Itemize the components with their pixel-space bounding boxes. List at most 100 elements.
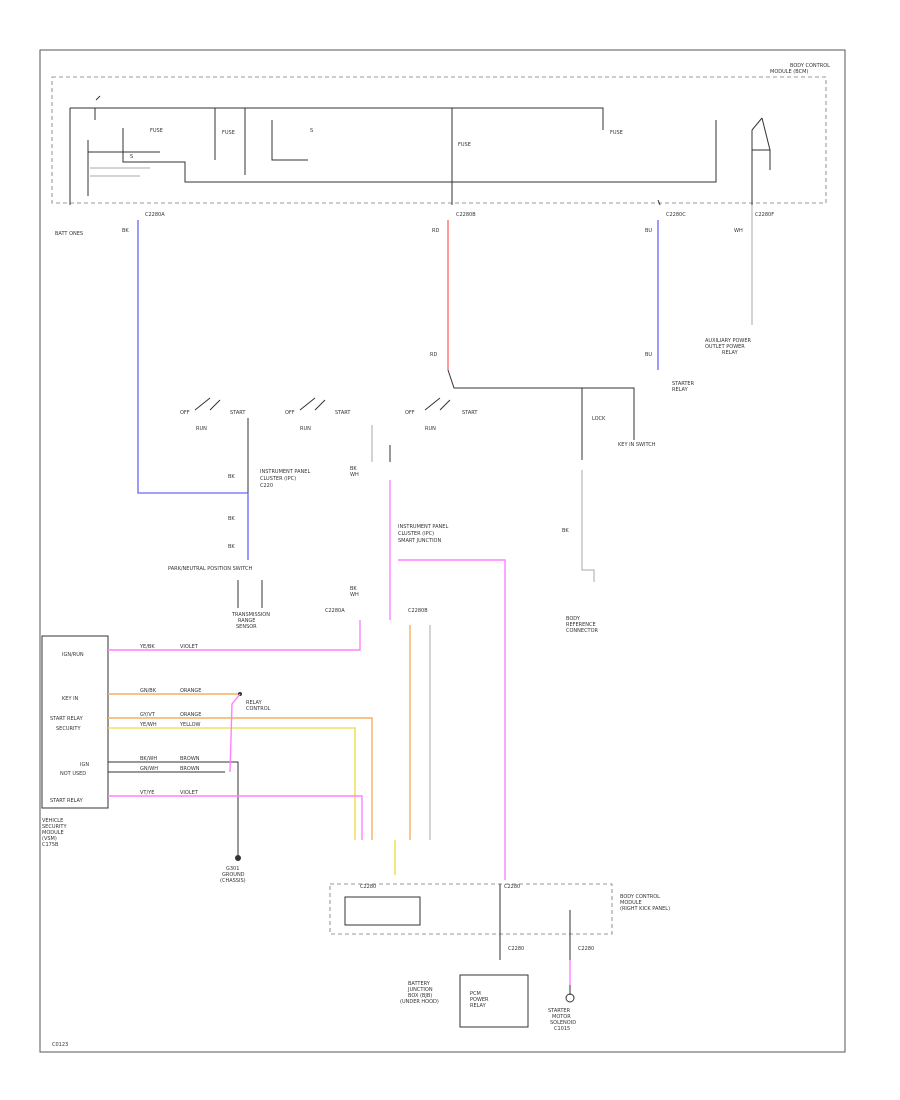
- transmission-3: SENSOR: [236, 624, 257, 630]
- sw2-left: OFF: [285, 410, 295, 416]
- fuse-left-box: [87, 140, 160, 196]
- bottom-box-b: C2280: [504, 884, 520, 890]
- pcm-title-4: (VSM): [42, 836, 57, 842]
- left-text: BATT ONES: [55, 231, 83, 237]
- wire-blue-left: [137, 220, 248, 494]
- rd-mid-2: RD: [430, 352, 437, 358]
- starter-3: SOLENOID: [550, 1020, 576, 1026]
- right-sensor: [581, 470, 595, 582]
- fuse-right-label: FUSE: [610, 130, 623, 136]
- bu-right: BU: [645, 228, 652, 234]
- pcm-row-c-2: ORANGE: [180, 712, 201, 718]
- pcm-wire-3: [108, 717, 373, 840]
- ground-dot: [235, 855, 241, 861]
- relay-mid: [244, 108, 308, 175]
- ipc-block-3: SMART JUNCTION: [398, 538, 441, 544]
- battery-block-4: (UNDER HOOD): [400, 999, 439, 1005]
- bcm-dashed-box: [51, 76, 827, 204]
- right-bk: BK: [562, 528, 569, 534]
- top-right-label-1: BODY CONTROL: [790, 63, 830, 69]
- pcm-row-g-2: VIOLET: [180, 790, 199, 796]
- fuse-mid-label: FUSE: [222, 130, 235, 136]
- ipc-block-2: CLUSTER (IPC): [398, 531, 434, 537]
- pcm-row-b-2: ORANGE: [180, 688, 201, 694]
- top-right-label-2: MODULE (BCM): [770, 69, 808, 75]
- bk-col-1: BK: [350, 466, 357, 472]
- sw2-a: RUN: [300, 426, 311, 432]
- connector-c-left: C2280A: [145, 212, 165, 218]
- pcm-row-e-1: BK/WH: [140, 756, 157, 762]
- s-right-label: S: [310, 128, 313, 134]
- bjb-dashed-box: [329, 883, 613, 935]
- aux-label-1: AUXILIARY POWER: [705, 338, 752, 344]
- aux-label-2: OUTLET POWER: [705, 344, 745, 350]
- ipc-block-1: INSTRUMENT PANEL: [398, 524, 448, 530]
- sw1-b: START: [230, 410, 246, 416]
- pcm-row-f-1: GN/WH: [140, 766, 158, 772]
- transmission-2: RANGE: [238, 618, 255, 624]
- bjb-text-1: BODY CONTROL: [620, 894, 660, 900]
- bk-left: BK: [122, 228, 129, 234]
- trans-wires: [237, 580, 263, 608]
- bottom-left-code: C0123: [52, 1042, 68, 1048]
- pcm-row-4: SECURITY: [56, 726, 81, 732]
- sw2-b: START: [335, 410, 351, 416]
- top-bus-left: [70, 107, 96, 120]
- ignition-block-2: CLUSTER (IPC): [260, 476, 296, 482]
- connector-c-mid: C2280B: [456, 212, 476, 218]
- aux-label-3: RELAY: [722, 350, 739, 356]
- pcm-row-f-2: BROWN: [180, 766, 200, 772]
- body-ref-2: REFERENCE: [566, 622, 596, 628]
- switch-3: [424, 397, 451, 411]
- vsm-box: [41, 635, 109, 809]
- pcm-title-3: MODULE: [42, 830, 64, 836]
- pcm-title-1: VEHICLE: [42, 818, 63, 824]
- sw1-a: RUN: [196, 426, 207, 432]
- starter-2: MOTOR: [552, 1014, 571, 1020]
- right-drop: [657, 199, 661, 206]
- small-bk-2: BK: [228, 516, 235, 522]
- sw3-left: OFF: [405, 410, 415, 416]
- key-in-label: KEY IN SWITCH: [618, 442, 656, 448]
- bottom-c1: C2280: [508, 946, 524, 952]
- sw3-a: RUN: [425, 426, 436, 432]
- pcm-row-g-1: VT/YE: [140, 790, 154, 796]
- lock-wires: [581, 388, 635, 460]
- lower-bus: [122, 128, 717, 183]
- right-relay: [715, 120, 753, 205]
- bottom-box-a: C2280: [360, 884, 376, 890]
- pcm-row-3: START RELAY: [50, 716, 84, 722]
- small-bk-1: BK: [228, 474, 235, 480]
- tick-top: [95, 95, 101, 101]
- bjb-internal: [499, 884, 571, 960]
- pcm-row-d-1: YE/WH: [139, 722, 157, 728]
- fuse-left-label: FUSE: [150, 128, 163, 134]
- starter-1: STARTER: [548, 1008, 571, 1014]
- relay-box-2: POWER: [470, 997, 489, 1003]
- small-bk-3: BK: [228, 544, 235, 550]
- s-left-label: S: [130, 154, 133, 160]
- bottom-c2: C2280: [578, 946, 594, 952]
- splice-wire: [229, 693, 241, 773]
- battery-block-1: BATTERY: [408, 981, 431, 987]
- pcm-row-d-2: YELLOW: [179, 722, 201, 728]
- switch-2: [299, 397, 326, 411]
- relay-text-2: CONTROL: [246, 706, 271, 712]
- ground-label-2: GROUND: [222, 872, 245, 878]
- connector-c-rightmid: C2280C: [666, 212, 686, 218]
- starter-symbol: [565, 993, 575, 1003]
- connector-c-right: C2280F: [755, 212, 774, 218]
- pcm-relay-box: [459, 974, 529, 1028]
- battery-block-3: BOX (BJB): [408, 993, 432, 999]
- pcm-wire-4: [108, 727, 356, 840]
- ignition-block-3: C220: [260, 483, 273, 489]
- park-label: PARK/NEUTRAL POSITION SWITCH: [168, 566, 252, 572]
- bk-col2-1: BK: [350, 586, 357, 592]
- pcm-row-6: NOT USED: [60, 771, 86, 777]
- relay-text-1: RELAY: [246, 700, 263, 706]
- pcm-wire-1: [108, 620, 361, 651]
- ignition-block-1: INSTRUMENT PANEL: [260, 469, 310, 475]
- right-relay-b: [752, 149, 771, 170]
- lock-label: LOCK: [592, 416, 606, 422]
- relay-box-1: PCM: [470, 991, 481, 997]
